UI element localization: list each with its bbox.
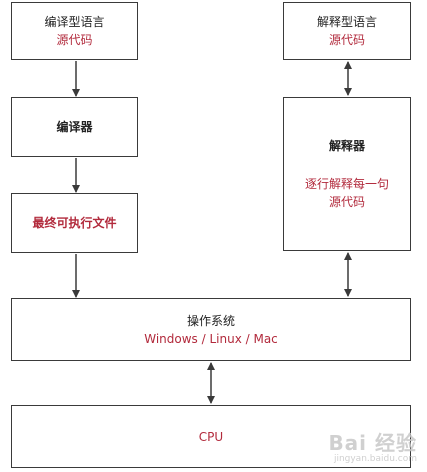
compiler-title: 编译器 <box>56 120 93 134</box>
interpreter-desc-line2: 源代码 <box>328 195 365 209</box>
interpreted-language-box: 解释型语言 源代码 <box>283 2 411 60</box>
cpu-box: CPU <box>11 405 411 468</box>
executable-title: 最终可执行文件 <box>32 216 117 230</box>
compiled-source-code-label: 源代码 <box>56 33 93 47</box>
compiled-language-title: 编译型语言 <box>44 15 105 29</box>
interpreter-desc-line1: 逐行解释每一句 <box>304 177 389 191</box>
interpreted-source-code-label: 源代码 <box>328 33 365 47</box>
cpu-title: CPU <box>198 429 224 444</box>
operating-system-box: 操作系统 Windows / Linux / Mac <box>11 298 411 361</box>
compiled-language-box: 编译型语言 源代码 <box>11 2 138 60</box>
watermark-url: jingyan.baidu.com <box>333 454 417 464</box>
interpreter-box: 解释器 逐行解释每一句 源代码 <box>283 97 411 251</box>
watermark-brand: Bai 经验 <box>328 431 417 455</box>
interpreter-title: 解释器 <box>328 139 365 153</box>
executable-box: 最终可执行文件 <box>11 193 138 253</box>
operating-system-list: Windows / Linux / Mac <box>144 331 278 346</box>
operating-system-title: 操作系统 <box>186 313 235 328</box>
baidu-jingyan-watermark: Bai 经验 jingyan.baidu.com <box>328 432 417 464</box>
compiler-box: 编译器 <box>11 97 138 157</box>
interpreted-language-title: 解释型语言 <box>316 15 377 29</box>
